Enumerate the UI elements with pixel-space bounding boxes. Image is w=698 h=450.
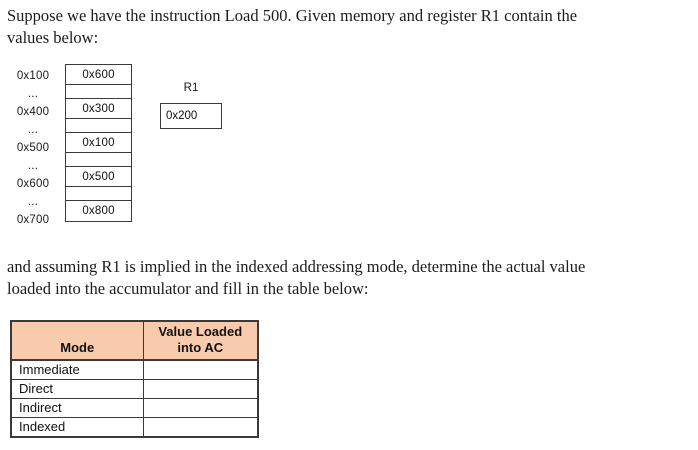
memory-address-ellipsis: ... [27,87,39,100]
table-row: Direct [10,379,259,399]
memory-address-ellipsis: ... [27,123,39,136]
memory-cell-empty [66,187,131,201]
answer-cell [142,379,259,399]
addressing-mode-table: Mode Value Loaded into AC Immediate Dire… [10,320,259,438]
memory-cell: 0x600 [66,65,131,85]
memory-cell: 0x500 [66,167,131,187]
answer-cell [142,398,259,418]
problem-statement: Suppose we have the instruction Load 500… [7,6,578,47]
table-row: Immediate [10,359,259,380]
register-r1-box: 0x200 [160,103,222,129]
memory-address-ellipsis: ... [27,159,39,172]
memory-address-label: 0x400 [16,105,50,118]
mode-column-header: Mode [10,320,144,361]
memory-cell: 0x100 [66,133,131,153]
mode-cell: Immediate [10,359,144,380]
answer-cell [142,417,259,438]
memory-address-column: 0x100 ... 0x400 ... 0x500 ... 0x600 ... … [6,65,60,230]
value-column-header: Value Loaded into AC [142,320,259,361]
memory-cell-empty [66,85,131,99]
answer-cell [142,359,259,380]
mode-cell: Direct [10,379,144,399]
register-r1-value: 0x200 [166,110,198,122]
register-r1-label: R1 [183,82,199,94]
memory-cell-empty [66,119,131,133]
memory-address-label: 0x500 [16,141,50,154]
memory-address-ellipsis: ... [27,195,39,208]
table-header-row: Mode Value Loaded into AC [10,320,259,361]
memory-cell: 0x800 [82,205,115,217]
mode-cell: Indirect [10,398,144,418]
memory-address-label: 0x100 [16,69,50,82]
mode-cell: Indexed [10,417,144,438]
table-row: Indexed [10,417,259,438]
memory-address-label: 0x700 [16,213,50,226]
question-statement: and assuming R1 is implied in the indexe… [7,257,586,298]
memory-cell-empty [66,153,131,167]
memory-address-label: 0x600 [16,177,50,190]
memory-diagram: 0x600 0x300 0x100 0x500 0x800 [65,64,132,222]
memory-cell: 0x300 [66,99,131,119]
table-row: Indirect [10,398,259,418]
